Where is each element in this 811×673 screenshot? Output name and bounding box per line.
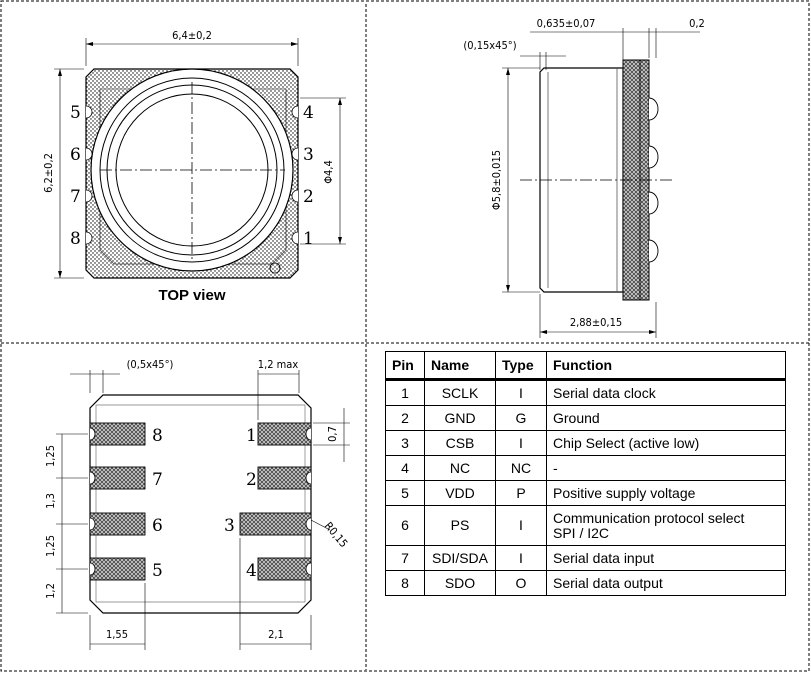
pin-function: Serial data input xyxy=(546,545,786,571)
pin-number: 4 xyxy=(385,455,425,481)
top-pin-1: 1 xyxy=(303,229,314,249)
pin-table: Pin Name Type Function 1 SCLK I Serial d… xyxy=(385,351,786,596)
table-row: 3 CSB I Chip Select (active low) xyxy=(385,430,786,456)
pin-number: 1 xyxy=(385,379,425,406)
bottom-pad-dim: 0,7 xyxy=(326,426,339,442)
bottom-max-dim: 1,2 max xyxy=(258,358,299,371)
pin-function: Serial data output xyxy=(546,570,786,596)
table-row: 4 NC NC - xyxy=(385,455,786,481)
bottom-pin-1: 1 xyxy=(246,426,257,446)
bottom-pitch-dim-1: 1,25 xyxy=(44,445,57,467)
table-row: 8 SDO O Serial data output xyxy=(385,570,786,596)
pin-function: Positive supply voltage xyxy=(546,480,786,506)
pin-function: Chip Select (active low) xyxy=(546,430,786,456)
bottom-view: 8 7 6 5 1 2 3 4 (0,5x45°) 1,2 max 0,7 R0… xyxy=(44,358,350,650)
pin-type: O xyxy=(495,570,547,596)
bottom-pitch-dim-4: 1,2 xyxy=(44,583,57,599)
bottom-pin-3: 3 xyxy=(224,516,235,536)
pin-name: SDO xyxy=(424,570,496,596)
pin-function: Serial data clock xyxy=(546,379,786,406)
bottom-pin-8: 8 xyxy=(152,426,163,446)
pin-type: I xyxy=(495,379,547,406)
bottom-pin-4: 4 xyxy=(246,561,257,581)
table-row: 6 PS I Communication protocol select SPI… xyxy=(385,505,786,546)
side-diameter-dim: Φ5,8±0,015 xyxy=(490,150,503,210)
bottom-right-dim: 2,1 xyxy=(268,628,284,641)
bottom-pin-5: 5 xyxy=(152,561,163,581)
pin-function-line2: SPI / I2C xyxy=(553,524,610,541)
pin-number: 7 xyxy=(385,545,425,571)
top-pin-4: 4 xyxy=(303,103,314,123)
pin-function: Ground xyxy=(546,405,786,431)
table-row: 7 SDI/SDA I Serial data input xyxy=(385,545,786,571)
top-pin-7: 7 xyxy=(70,187,81,207)
col-pin: Pin xyxy=(385,351,425,381)
table-row: 2 GND G Ground xyxy=(385,405,786,431)
top-pin-2: 2 xyxy=(303,187,314,207)
pin-name: VDD xyxy=(424,480,496,506)
bottom-radius-dim: R0,15 xyxy=(322,520,351,550)
top-width-dim: 6,4±0,2 xyxy=(172,29,212,42)
pin-function-line1: Communication protocol select xyxy=(553,509,745,526)
pin-number: 2 xyxy=(385,405,425,431)
bottom-pin-6: 6 xyxy=(152,516,163,536)
bottom-pitch-dim-3: 1,25 xyxy=(44,535,57,557)
bottom-pitch-dim-2: 1,3 xyxy=(44,493,57,509)
table-row: 1 SCLK I Serial data clock xyxy=(385,379,786,406)
pin-name: NC xyxy=(424,455,496,481)
side-chamfer-dim: (0,15x45°) xyxy=(463,39,516,52)
pin-type: P xyxy=(495,480,547,506)
pin-type: I xyxy=(495,505,547,546)
pin-function: - xyxy=(546,455,786,481)
top-pin-3: 3 xyxy=(303,145,314,165)
col-function: Function xyxy=(546,351,786,381)
top-pin-6: 6 xyxy=(70,145,81,165)
top-pin-5: 5 xyxy=(70,103,81,123)
bottom-pin-2: 2 xyxy=(246,470,257,490)
top-pin-8: 8 xyxy=(70,229,81,249)
pin-type: I xyxy=(495,545,547,571)
pin-number: 5 xyxy=(385,480,425,506)
side-view: (0,15x45°) 0,635±0,07 0,2 Φ5,8±0,015 2,8… xyxy=(463,17,705,338)
pin-name: SDI/SDA xyxy=(424,545,496,571)
bottom-chamfer-dim: (0,5x45°) xyxy=(127,358,174,371)
pin-number: 3 xyxy=(385,430,425,456)
top-view: 6,4±0,2 6,2±0,2 Φ4,4 5 6 7 8 4 3 2 1 TOP… xyxy=(42,29,346,304)
side-top-dim: 0,635±0,07 xyxy=(537,17,596,30)
pin-type: I xyxy=(495,430,547,456)
pin-number: 6 xyxy=(385,505,425,546)
top-height-dim: 6,2±0,2 xyxy=(42,153,55,193)
side-top-right-dim: 0,2 xyxy=(689,17,705,30)
pin-name: SCLK xyxy=(424,379,496,406)
pin-name: GND xyxy=(424,405,496,431)
top-view-caption: TOP view xyxy=(159,287,226,304)
col-type: Type xyxy=(495,351,547,381)
pin-function: Communication protocol select SPI / I2C xyxy=(546,505,786,546)
table-row: 5 VDD P Positive supply voltage xyxy=(385,480,786,506)
bottom-pin-7: 7 xyxy=(152,470,163,490)
top-inner-dim: Φ4,4 xyxy=(322,160,335,184)
pin-type: NC xyxy=(495,455,547,481)
bottom-left-dim: 1,55 xyxy=(106,628,128,641)
pin-number: 8 xyxy=(385,570,425,596)
pin-name: CSB xyxy=(424,430,496,456)
side-bottom-dim: 2,88±0,15 xyxy=(570,316,622,329)
pin-type: G xyxy=(495,405,547,431)
pin-table-header: Pin Name Type Function xyxy=(385,351,786,381)
col-name: Name xyxy=(424,351,496,381)
pin-name: PS xyxy=(424,505,496,546)
